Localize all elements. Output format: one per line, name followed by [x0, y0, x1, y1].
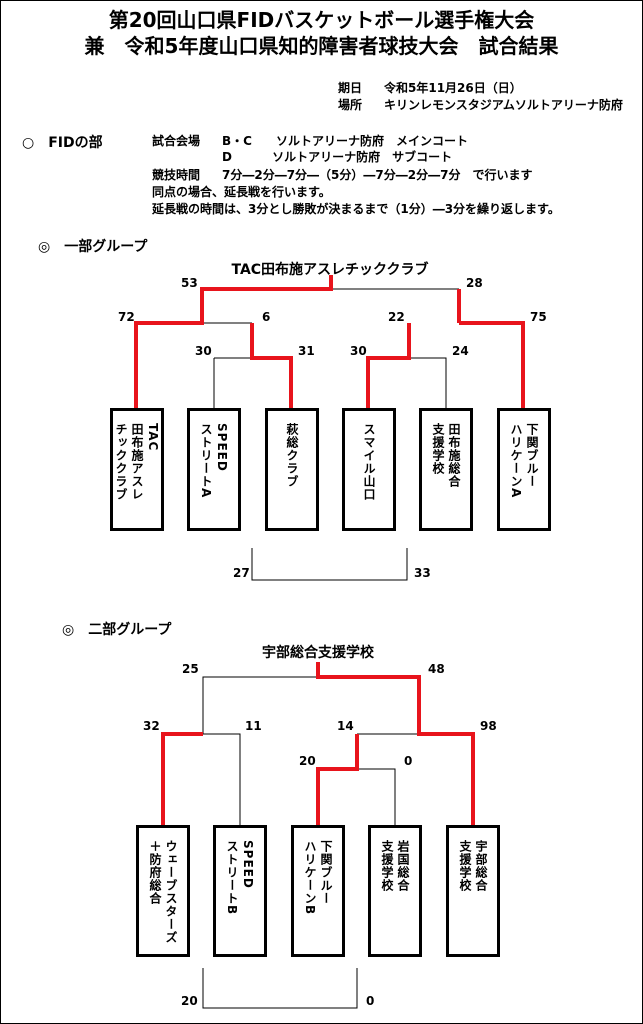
title-line1: 第20回山口県FIDバスケットボール選手権大会	[108, 8, 535, 32]
rules-line3: 延長戦の時間は、3分とし勝敗が決まるまで（1分）―3分を繰り返します。	[152, 202, 560, 216]
team-name-line: SPEED	[241, 840, 255, 889]
g2-score-r1-b: 0	[404, 754, 413, 768]
section-fid: ○ FIDの部	[22, 135, 103, 151]
rules-line2: 同点の場合、延長戦を行います。	[152, 185, 331, 199]
g1-team-1: TAC 田布施アスレ チッククラブ	[110, 408, 164, 531]
group1-winner: TAC田布施アスレチッククラブ	[231, 262, 429, 278]
place-label: 場所	[338, 98, 363, 112]
team-name-line: ＋防府総合	[148, 840, 162, 905]
g1-score-third-left: 27	[233, 566, 250, 580]
team-name-line: ウェーブスターズ	[164, 840, 178, 944]
venue-label: 試合会場	[152, 134, 201, 148]
group1-heading: ◎ 一部グループ	[38, 239, 148, 255]
date-value: 令和5年11月26日（日）	[384, 81, 522, 95]
g1-score-third-right: 33	[414, 566, 431, 580]
g1-score-semi-right-a: 22	[388, 310, 405, 324]
g2-team-5: 宇部総合 支援学校	[446, 825, 500, 957]
g1-score-semi-left-b: 6	[262, 310, 271, 324]
g1-score-semi-right-b: 75	[530, 310, 547, 324]
group2-heading: ◎ 二部グループ	[62, 622, 172, 638]
g1-score-r1-right-a: 30	[350, 344, 367, 358]
team-name-line: ハリケーンB	[303, 840, 317, 916]
g1-score-r1-left-a: 30	[195, 344, 212, 358]
venue-line1: B・C ソルトアリーナ防府 メインコート	[222, 134, 468, 148]
g1-score-r1-right-b: 24	[452, 344, 469, 358]
g1-team-2: SPEED ストリートA	[187, 408, 241, 531]
g1-score-final-left: 53	[181, 276, 198, 290]
team-name-line: チッククラブ	[114, 423, 128, 501]
g1-team-6: 下関ブルー ハリケーンA	[497, 408, 551, 531]
g1-score-final-right: 28	[466, 276, 483, 290]
g2-score-semi-right-a: 14	[337, 719, 354, 733]
team-name-line: 岩国総合	[396, 840, 410, 892]
team-name-line: 下関ブルー	[525, 423, 539, 488]
place-value: キリンレモンスタジアムソルトアリーナ防府	[384, 98, 623, 112]
team-name-line: 下関ブルー	[319, 840, 333, 905]
team-name-line: 田布施アスレ	[130, 423, 144, 501]
team-name-line: スマイル山口	[362, 423, 376, 501]
g2-team-2: SPEED ストリートB	[213, 825, 267, 957]
g1-team-3: 萩総クラブ	[265, 408, 319, 531]
rules-line1: 7分―2分―7分―（5分）―7分―2分―7分 で行います	[222, 168, 533, 182]
rules-label: 競技時間	[152, 168, 201, 182]
title-line2: 兼 令和5年度山口県知的障害者球技大会 試合結果	[84, 34, 559, 58]
g2-score-final-right: 48	[428, 662, 445, 676]
g2-team-4: 岩国総合 支援学校	[368, 825, 422, 957]
g2-team-3: 下関ブルー ハリケーンB	[291, 825, 345, 957]
team-name-line: 支援学校	[380, 840, 394, 892]
g1-score-semi-left-a: 72	[118, 310, 135, 324]
g2-score-r1-a: 20	[299, 754, 316, 768]
team-name-line: 支援学校	[431, 423, 445, 475]
g1-team-5: 田布施総合 支援学校	[419, 408, 473, 531]
team-name-line: ハリケーンA	[509, 423, 523, 499]
team-name-line: 宇部総合	[474, 840, 488, 892]
team-name-line: ストリートA	[199, 423, 213, 499]
team-name-line: 支援学校	[458, 840, 472, 892]
g2-score-final-left: 25	[182, 662, 199, 676]
team-name-line: ストリートB	[225, 840, 239, 916]
team-name-line: 田布施総合	[447, 423, 461, 488]
g2-team-1: ウェーブスターズ ＋防府総合	[136, 825, 190, 957]
g2-score-semi-left-b: 11	[245, 719, 262, 733]
group2-winner: 宇部総合支援学校	[262, 645, 374, 661]
date-label: 期日	[338, 81, 363, 95]
venue-line2: D ソルトアリーナ防府 サブコート	[222, 150, 453, 164]
g2-score-semi-left-a: 32	[143, 719, 160, 733]
g2-score-semi-right-b: 98	[480, 719, 497, 733]
team-name-line: 萩総クラブ	[285, 423, 299, 488]
g2-score-third-left: 20	[181, 994, 198, 1008]
team-name-line: SPEED	[215, 423, 229, 472]
g2-score-third-right: 0	[366, 994, 375, 1008]
g1-team-4: スマイル山口	[342, 408, 396, 531]
g1-score-r1-left-b: 31	[298, 344, 315, 358]
team-name-line: TAC	[146, 423, 160, 452]
